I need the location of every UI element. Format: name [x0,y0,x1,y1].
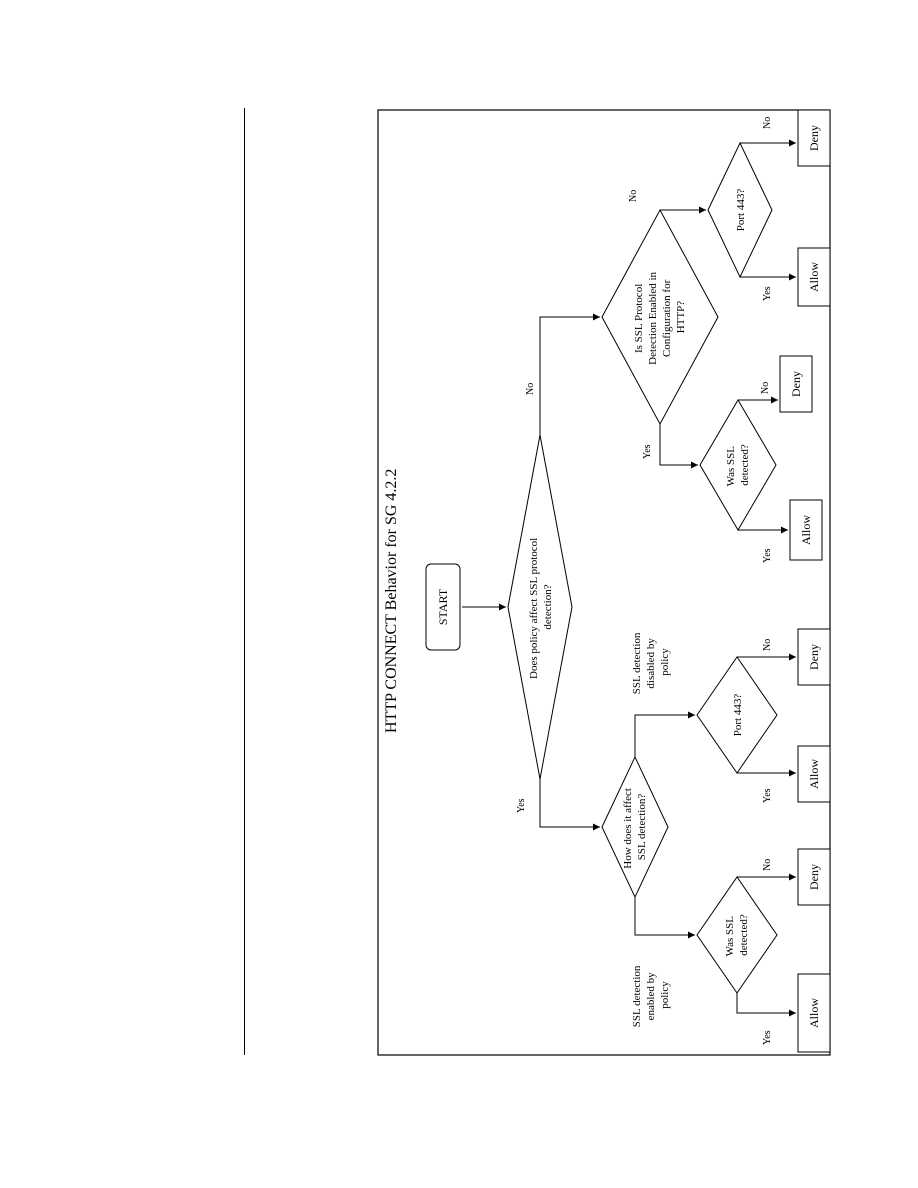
diagram-title: HTTP CONNECT Behavior for SG 4.2.2 [383,469,400,733]
disabled-port-decision [696,656,778,774]
protocol-yes-label: Yes [642,444,653,459]
protocol-port-question: Port 443? [735,189,747,232]
protocol-ssl-decision [699,399,777,531]
enabled-allow-box [797,973,831,1053]
protocol-port-no-label: No [762,117,773,129]
disabled-branch-label: SSL detection disabled by policy [631,630,671,694]
diagram-frame [377,109,831,1056]
protocol-port-allow-box [797,247,831,307]
enabled-ssl-decision [696,876,778,994]
how-disabled-connector [634,711,695,757]
protocol-port-yes-label: Yes [762,286,773,301]
protocol-allow-label: Allow [799,515,813,545]
enabled-ssl-question: Was SSL detected? [724,914,750,957]
enabled-allow-label: Allow [807,998,821,1028]
protocol-port-deny-box [797,109,831,167]
protocol-deny-box [779,355,813,413]
disabled-allow-box [797,745,831,803]
protocol-port-decision [707,141,773,279]
protocol-allow-box [789,499,823,561]
disabled-allow-label: Allow [807,759,821,789]
protocol-port-deny-label: Deny [807,125,821,151]
enabled-deny-box [797,848,831,906]
protocol-question: Is SSL Protocol Detection Enabled in Con… [633,269,687,365]
protocol-no-label: No [628,190,639,202]
protocol-ssl-no-label: No [760,382,771,394]
protocol-port-allow-label: Allow [807,262,821,292]
disabled-port-question: Port 443? [732,694,744,737]
policy-decision [507,434,573,780]
policy-yes-connector [539,779,600,831]
protocol-deny-label: Deny [789,371,803,397]
policy-no-connector [539,313,600,435]
start-label: START [436,588,450,625]
enabled-deny-label: Deny [807,864,821,890]
protocol-yes-connector [659,424,698,469]
how-enabled-connector [634,897,695,939]
protocol-ssl-question: Was SSL detected? [725,444,751,487]
policy-question: Does policy affect SSL protocol detectio… [528,535,554,679]
enabled-ssl-yes-label: Yes [762,1030,773,1045]
start-node [425,563,461,651]
margin-rule [244,108,245,1055]
disabled-deny-label: Deny [807,644,821,670]
disabled-deny-box [797,628,831,686]
policy-no-label: No [525,383,536,395]
how-question: How does it affect SSL detection? [622,785,648,869]
enabled-branch-label: SSL detection enabled by policy [631,963,671,1027]
how-decision [601,755,669,899]
policy-yes-label: Yes [516,798,527,813]
protocol-decision [601,208,719,426]
enabled-ssl-yes-connector [736,993,796,1017]
enabled-ssl-no-label: No [762,859,773,871]
protocol-ssl-yes-label: Yes [762,548,773,563]
disabled-port-yes-label: Yes [762,788,773,803]
disabled-port-no-label: No [762,639,773,651]
